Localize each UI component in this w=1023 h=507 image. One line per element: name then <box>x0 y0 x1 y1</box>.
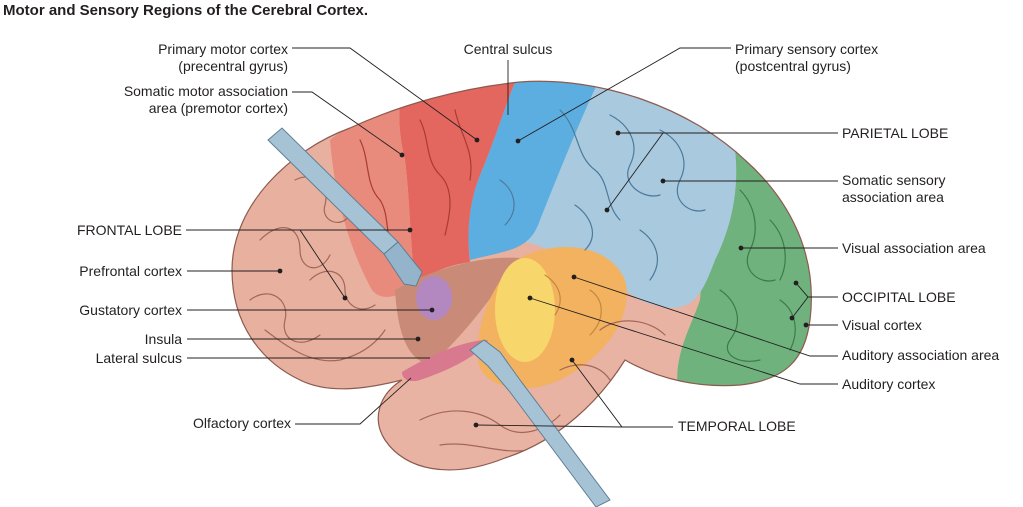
dot-parietal <box>615 130 621 136</box>
label-auditory-cortex: Auditory cortex <box>842 376 936 392</box>
label-primary-sensory-line1: Primary sensory cortex <box>735 41 879 57</box>
label-central-sulcus: Central sulcus <box>463 41 553 57</box>
dot-gustatory <box>429 307 435 313</box>
dot-frontal-1 <box>342 295 348 301</box>
label-visual-cortex: Visual cortex <box>842 317 922 333</box>
dot-visual-cortex <box>803 322 809 328</box>
label-primary-sensory-line2: (postcentral gyrus) <box>735 58 851 74</box>
figure-title: Motor and Sensory Regions of the Cerebra… <box>3 2 369 19</box>
retractor-upper <box>267 127 423 287</box>
leader-premotor <box>292 91 403 156</box>
dot-auditory-cortex <box>527 295 533 301</box>
auditory-cortex-region <box>495 258 555 362</box>
label-somatic-sensory-association: Somatic sensory association area <box>842 172 945 206</box>
dot-visual-association <box>738 245 744 251</box>
dot-occipital-2 <box>789 315 795 321</box>
brain-outline <box>231 80 812 471</box>
label-primary-motor-cortex: Primary motor cortex (precentral gyrus) <box>88 41 288 75</box>
label-primary-sensory-cortex: Primary sensory cortex (postcentral gyru… <box>735 41 878 75</box>
label-auditory-association-area: Auditory association area <box>842 347 1000 363</box>
label-gustatory-cortex: Gustatory cortex <box>79 302 182 318</box>
label-olfactory-cortex: Olfactory cortex <box>192 415 291 431</box>
retractor-lower <box>469 339 611 507</box>
label-somatic-sensory-line2: association area <box>842 189 944 205</box>
dot-occipital-1 <box>793 280 799 286</box>
dot-auditory-association <box>571 274 577 280</box>
leader-primary-sensory <box>517 47 731 142</box>
dot-frontal-2 <box>407 227 413 233</box>
label-parietal-lobe: PARIETAL LOBE <box>842 125 949 141</box>
primary-sensory-region <box>468 81 600 260</box>
olfactory-region <box>402 340 488 382</box>
leader-somatic-sensory-2 <box>606 132 664 211</box>
leader-auditory-association <box>573 276 838 357</box>
dot-primary-sensory <box>515 138 521 144</box>
dot-insula <box>415 336 421 342</box>
leader-auditory-cortex <box>529 297 838 385</box>
label-lateral-sulcus: Lateral sulcus <box>95 350 182 366</box>
gustatory-region <box>416 276 452 320</box>
leader-olfactory <box>295 377 412 425</box>
label-visual-association-area: Visual association area <box>842 240 986 256</box>
label-occipital-lobe: OCCIPITAL LOBE <box>842 289 956 305</box>
primary-motor-region <box>399 81 520 285</box>
label-primary-motor-line1: Primary motor cortex <box>158 41 288 57</box>
label-somatic-motor-line2: area (premotor cortex) <box>148 100 288 116</box>
dot-somatic-sensory-2 <box>604 207 610 213</box>
label-insula: Insula <box>144 331 182 347</box>
dot-somatic-sensory-1 <box>660 178 666 184</box>
leader-primary-motor <box>292 47 478 141</box>
dot-prefrontal <box>277 268 283 274</box>
leader-temporal-2 <box>475 424 623 428</box>
label-somatic-sensory-line1: Somatic sensory <box>842 172 946 188</box>
label-somatic-motor-association: Somatic motor association area (premotor… <box>60 83 288 117</box>
label-somatic-motor-line1: Somatic motor association <box>123 83 288 99</box>
leader-occipital-2 <box>791 296 809 319</box>
label-prefrontal-cortex: Prefrontal cortex <box>79 263 182 279</box>
dot-primary-motor <box>474 137 480 143</box>
label-primary-motor-line2: (precentral gyrus) <box>178 58 288 74</box>
label-frontal-lobe: FRONTAL LOBE <box>76 222 182 238</box>
dot-premotor <box>399 152 405 158</box>
dot-temporal-2 <box>473 422 479 428</box>
dot-temporal-1 <box>569 357 575 363</box>
label-temporal-lobe: TEMPORAL LOBE <box>678 418 796 434</box>
